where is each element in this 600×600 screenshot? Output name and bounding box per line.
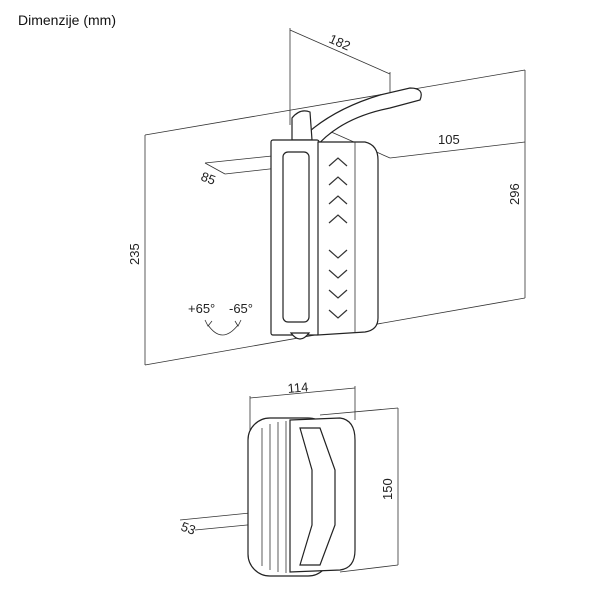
- dim-line-114: [249, 387, 356, 399]
- label-105: 105: [438, 132, 460, 147]
- label-rotation-plus: +65°: [188, 301, 215, 316]
- chevron-up-icon: [328, 214, 348, 224]
- rotation-arrow-heads-icon: [204, 319, 242, 327]
- housing-ribs: [261, 421, 287, 573]
- label-114: 114: [287, 379, 309, 396]
- chevron-down-icon: [328, 249, 348, 259]
- chevron-up-icon: [328, 157, 348, 167]
- dim-line-85a: [204, 155, 273, 164]
- label-rotation-minus: -65°: [229, 301, 253, 316]
- dim-line-182: [289, 29, 391, 75]
- bottom-bracket: [289, 332, 311, 340]
- diagram-title: Dimenzije (mm): [18, 12, 116, 28]
- rotation-arrow-icon: [207, 324, 239, 336]
- front-plate: [317, 141, 379, 336]
- label-296: 296: [507, 183, 522, 205]
- chevron-down-icon: [328, 289, 348, 299]
- chevron-up-icon: [328, 176, 348, 186]
- chevron-up-icon: [328, 195, 348, 205]
- mount-arm: [299, 87, 422, 149]
- side-view: 182 105 296 85 235 +65° -65°: [127, 28, 526, 366]
- ext-line-150-bottom: [339, 564, 399, 573]
- dim-line-85c: [204, 162, 226, 175]
- front-view: 114 150 53: [179, 379, 399, 577]
- label-182: 182: [327, 31, 353, 54]
- holder-slot: [282, 151, 310, 323]
- chevron-arrows: [328, 157, 348, 319]
- chevron-down-icon: [328, 309, 348, 319]
- label-85: 85: [199, 169, 218, 188]
- chevron-down-icon: [328, 269, 348, 279]
- wall-bracket: [291, 110, 313, 141]
- label-53: 53: [179, 519, 198, 538]
- label-150: 150: [380, 478, 395, 500]
- ext-line-150-top: [319, 407, 399, 416]
- label-235: 235: [127, 243, 142, 265]
- wall-top-line: [144, 69, 526, 136]
- front-bracket: [299, 427, 336, 566]
- dim-line-105: [389, 141, 526, 159]
